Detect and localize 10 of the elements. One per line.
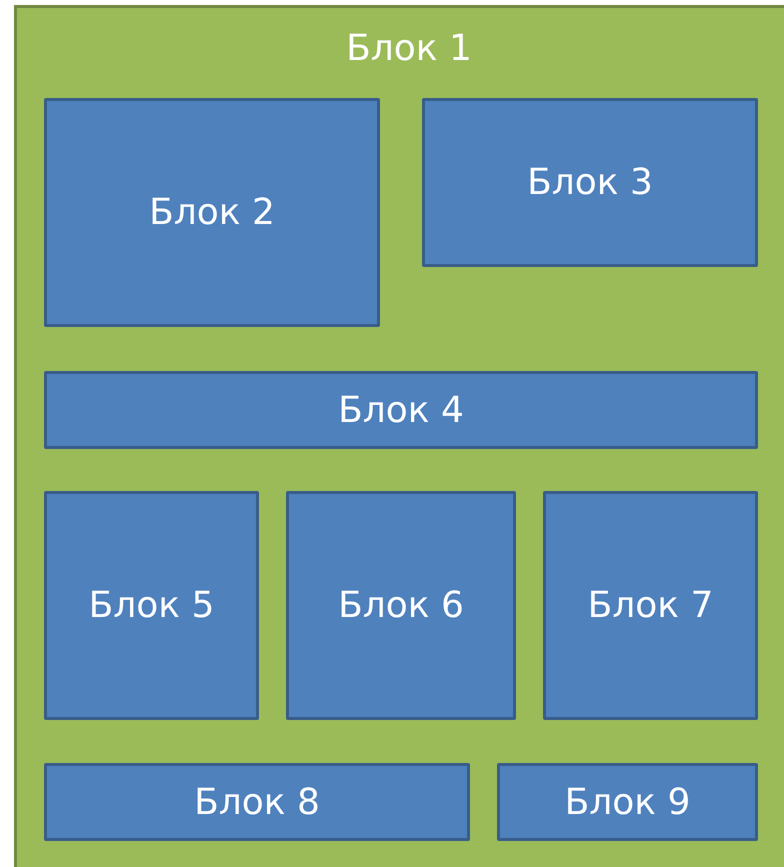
container-block: [14, 5, 784, 867]
content-block: Блок 9: [497, 763, 758, 841]
block-title: Блок 1: [346, 28, 472, 69]
content-block: Блок 8: [44, 763, 470, 841]
content-block: Блок 2: [44, 98, 380, 327]
content-block: Блок 6: [286, 491, 516, 720]
content-block: Блок 3: [422, 98, 758, 267]
content-block: Блок 7: [543, 491, 758, 720]
content-block: Блок 5: [44, 491, 259, 720]
content-block: Блок 4: [44, 371, 758, 449]
